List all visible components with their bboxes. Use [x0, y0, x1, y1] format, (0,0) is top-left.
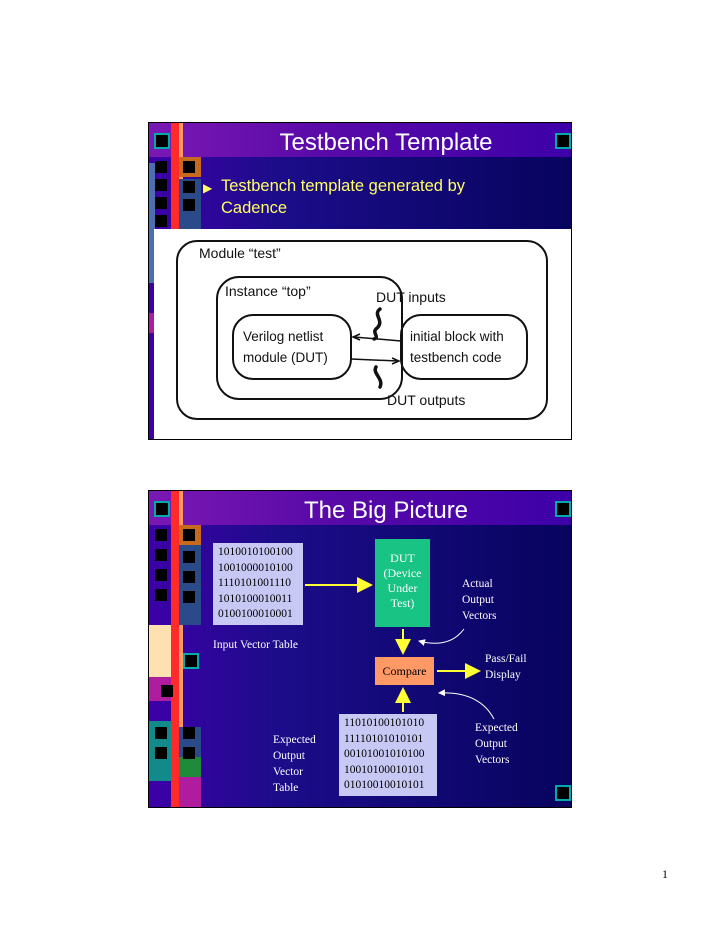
passfail-label: Pass/Fail Display: [485, 651, 527, 683]
table-row: 0100100010001: [218, 608, 293, 621]
table-row: 1010100010011: [218, 592, 293, 605]
label-line: Output: [273, 750, 305, 762]
decorative-strip: [149, 491, 201, 807]
initial-line2: testbench code: [410, 350, 502, 365]
corner-square-icon: [183, 653, 199, 669]
initial-block-box: [400, 314, 528, 380]
label-line: Pass/Fail: [485, 653, 527, 665]
expected-vector-table: 11010100101010 11110101010101 0010100101…: [339, 714, 437, 796]
input-squiggle: [372, 307, 382, 341]
table-row: 10010100010101: [344, 763, 425, 776]
actual-pointer-arrow: [418, 628, 465, 646]
corner-square-icon: [555, 785, 571, 801]
actual-output-label: Actual Output Vectors: [462, 576, 497, 624]
initial-line1: initial block with: [410, 329, 504, 344]
slide-title: The Big Picture: [303, 497, 469, 524]
output-arrow: [350, 358, 399, 362]
input-arrow: [353, 336, 402, 342]
bullet-item: ▶ Testbench template generated by Cadenc…: [203, 175, 517, 219]
table-row: 1010010100100: [218, 546, 293, 558]
output-squiggle: [373, 365, 383, 389]
page-number: 1: [662, 867, 668, 881]
label-line: Output: [462, 594, 494, 606]
dut-inputs-label: DUT inputs: [376, 289, 446, 305]
corner-square-icon: [154, 133, 170, 149]
label-line: Vectors: [475, 754, 510, 766]
slide-title: Testbench Template: [279, 129, 493, 156]
module-label: Module “test”: [199, 245, 281, 261]
label-line: Output: [475, 738, 507, 750]
corner-square-icon: [555, 501, 571, 517]
title-band: [149, 491, 571, 525]
table-row: 11010100101010: [344, 717, 425, 729]
instance-label: Instance “top”: [225, 283, 311, 299]
label-line: Expected: [475, 722, 518, 734]
bullet-text: Testbench template generated by Cadence: [221, 177, 465, 217]
slide-testbench-template: Testbench Template ▶ Testbench template …: [148, 122, 572, 440]
table-row: 00101001010100: [344, 748, 425, 761]
table-row: 1110101001110: [218, 577, 292, 590]
table-row: 01010010010101: [344, 779, 425, 792]
expected-pointer-arrow: [438, 689, 495, 720]
dut-line: Test): [390, 596, 415, 610]
dut-line: Under: [387, 581, 418, 595]
label-line: Actual: [462, 578, 493, 590]
netlist-box: [232, 314, 352, 380]
input-vector-label: Input Vector Table: [213, 639, 298, 651]
dut-outputs-label: DUT outputs: [387, 392, 465, 408]
slide-big-picture: The Big Picture 1010010100100 1001000010…: [148, 490, 572, 808]
dut-line: (Device: [383, 566, 422, 580]
dut-line: DUT: [390, 551, 415, 565]
label-line: Display: [485, 669, 521, 681]
table-row: 1001000010100: [218, 561, 293, 574]
netlist-line1: Verilog netlist: [243, 329, 324, 344]
input-vector-table: 1010010100100 1001000010100 111010100111…: [213, 543, 303, 625]
netlist-line2: module (DUT): [243, 350, 328, 365]
expected-output-label: Expected Output Vectors: [475, 720, 518, 768]
expected-table-label: Expected Output Vector Table: [273, 732, 316, 796]
compare-box: Compare: [375, 657, 434, 685]
label-line: Expected: [273, 734, 316, 746]
table-row: 11110101010101: [344, 732, 424, 745]
module-box: [176, 240, 548, 420]
label-line: Vectors: [462, 610, 497, 622]
testbench-diagram: Module “test” Instance “top” Verilog net…: [154, 229, 571, 439]
dut-box: DUT (Device Under Test): [375, 539, 430, 627]
label-line: Table: [273, 782, 299, 794]
bullet-arrow-icon: ▶: [203, 181, 213, 195]
label-line: Vector: [273, 766, 304, 778]
title-band: [149, 123, 571, 157]
corner-square-icon: [154, 501, 170, 517]
corner-square-icon: [555, 133, 571, 149]
